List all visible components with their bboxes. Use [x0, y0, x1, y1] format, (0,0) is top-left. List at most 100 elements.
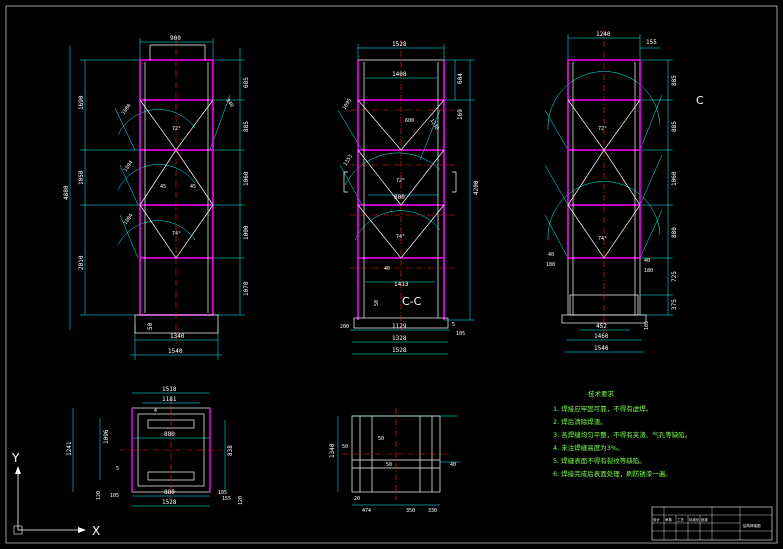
right-dim-bottom-0: 452: [596, 323, 607, 330]
plan2-dim-left-2: 50: [386, 462, 392, 468]
plan2-dim-bottom-0: 474: [362, 508, 371, 514]
plan1-dim-left-3: 120: [96, 491, 102, 500]
mid-dim-bottom-0: 50: [374, 300, 380, 306]
plan1-dim-bottom-1: 155: [222, 496, 231, 502]
ucs-y-label: Y: [11, 451, 20, 465]
plan2-dim-left-3: 20: [354, 496, 360, 502]
note-item-6: 6. 焊接完成后表面处理，刷防锈漆一遍。: [553, 469, 672, 478]
mid-dim-right-2: 4200: [473, 180, 480, 195]
front-angle-2: 45: [190, 184, 196, 190]
right-dim-right-3: 880: [671, 227, 678, 238]
front-dim-bottom-0: 50: [147, 322, 154, 330]
front-diag-0: 1080: [121, 103, 133, 116]
title-block: 设计 审核 工艺 标准化 批准 结构焊接图: [651, 506, 773, 541]
mid-dim-bottom-1: 200: [340, 324, 349, 330]
front-diag-2: 1094: [123, 213, 135, 226]
front-dim-top: 900: [170, 35, 181, 42]
right-dim-right-5: 375: [671, 299, 678, 310]
plan-view-2-text: 50 1340 50 20 50 40 474 350 330: [329, 436, 456, 514]
front-angle-1: 45: [160, 184, 166, 190]
ucs-x-arrow-icon: [78, 527, 86, 533]
plan1-inner-0: 4: [154, 408, 157, 414]
tb-cell-process: 工艺: [677, 517, 685, 522]
plan-view-1: [72, 392, 226, 507]
mid-dim-left-2: 1230: [428, 118, 439, 131]
ucs-origin-box: [13, 525, 23, 535]
front-dim-right-3: 1000: [243, 225, 250, 240]
drawing-border: [5, 5, 778, 544]
right-dim-left-0: 40: [548, 252, 554, 258]
right-dim-right-4: 725: [671, 271, 678, 282]
tb-cell-standard: 标准化: [689, 517, 700, 522]
front-dim-total: 4880: [63, 185, 70, 200]
note-item-4: 4. 未注焊缝高度为3%。: [553, 443, 624, 452]
plan1-dim-left-0: 1241: [66, 441, 73, 456]
mid-dim-right-1: 169: [457, 109, 464, 120]
plan-view-2: [337, 408, 460, 506]
tb-drawing-name: 结构焊接图: [743, 523, 761, 528]
plan2-dim-right-0: 50: [378, 436, 384, 442]
right-dim-bottom-1: 1460: [594, 333, 609, 340]
mid-inner-3: 40: [384, 266, 390, 272]
right-dim-right-0: 885: [671, 75, 678, 86]
note-item-1: 1. 焊接应牢固可靠，不得有虚焊。: [553, 404, 652, 413]
front-dim-right-2: 1060: [243, 171, 250, 186]
mid-dim-bottom-2: 1129: [392, 323, 407, 330]
middle-view-dimension-text: 1528 1408 604 169 4200 1095 1353 1230 80…: [340, 41, 480, 354]
plan1-dim-left-1: 1096: [103, 429, 110, 444]
ucs-x-label: X: [92, 524, 100, 538]
right-dim-bottom-3: 105: [644, 321, 650, 330]
plan1-dim-bottom-2: 120: [238, 496, 244, 505]
right-dim-top-0: 1240: [596, 31, 611, 38]
mid-dim-right-0: 604: [457, 73, 464, 84]
mid-dim-bottom-6: 105: [456, 331, 465, 337]
right-dim-right-2: 1060: [671, 171, 678, 186]
right-dim-right-1: 885: [671, 121, 678, 132]
front-diag-3: 940: [224, 98, 234, 109]
front-dim-left-1: 1050: [78, 170, 85, 185]
technical-notes: 技术要求 1. 焊接应牢固可靠，不得有虚焊。 2. 焊后清除焊渣。 3. 各焊缝…: [553, 389, 691, 478]
mid-dim-left-1: 1353: [343, 154, 354, 167]
plan1-inner-1: 880: [164, 431, 175, 438]
notes-heading: 技术要求: [588, 389, 615, 398]
note-item-2: 2. 焊后清除焊渣。: [553, 417, 607, 426]
plan-view-1-text: 1518 1181 1241 1096 5 120 105 4 880 880 …: [66, 386, 244, 506]
ucs-axis-icon: Y X: [11, 451, 100, 538]
plan2-dim-bottom-1: 350: [406, 508, 415, 514]
mid-dim-bottom-3: 1328: [392, 335, 407, 342]
middle-view: [337, 40, 475, 355]
front-view: [69, 38, 245, 360]
plan1-inner-3: 1528: [162, 499, 177, 506]
front-dim-right-4: 1070: [243, 281, 250, 296]
front-dim-left-2: 2010: [78, 255, 85, 270]
front-dim-right-0: 685: [243, 77, 250, 88]
ucs-y-arrow-icon: [15, 466, 21, 474]
front-diag-1: 1094: [123, 160, 135, 173]
mid-section-label: C-C: [402, 295, 422, 308]
right-dim-bottom-2: 1540: [594, 345, 609, 352]
plan1-dim-top-1: 1181: [162, 396, 177, 403]
mid-dim-top-1: 1408: [392, 71, 407, 78]
right-dim-left-1: 180: [546, 262, 555, 268]
right-angle-1: 74°: [598, 236, 607, 242]
front-dim-bottom-1: 1340: [170, 333, 185, 340]
mid-inner-1: 1413: [394, 281, 409, 288]
right-dim-top-1: 155: [646, 39, 657, 46]
plan1-dim-bottom-0: 105: [218, 490, 227, 496]
front-dim-right-1: 885: [243, 121, 250, 132]
right-dim-left-3: 180: [644, 268, 653, 274]
plan2-dim-bottom-2: 330: [428, 508, 437, 514]
mid-inner-5: 74°: [396, 234, 405, 240]
plan2-dim-left-1: 1340: [329, 443, 336, 458]
mid-dim-bottom-5: 5: [452, 322, 455, 328]
plan1-dim-left-2: 5: [116, 466, 119, 472]
mid-inner-0: 800: [394, 194, 405, 201]
plan1-dim-top-0: 1518: [162, 386, 177, 393]
right-section-mark: C: [696, 94, 704, 107]
note-item-3: 3. 各焊缝均匀平整，不得有夹渣、气孔等缺陷。: [553, 430, 691, 439]
right-view-dimension-text: 1240 155 C 885 885 1060 880 725 375 40 1…: [546, 31, 704, 352]
front-angle-3: 74°: [172, 231, 181, 237]
right-dim-left-2: 40: [644, 258, 650, 264]
front-angle-0: 72°: [172, 126, 181, 132]
